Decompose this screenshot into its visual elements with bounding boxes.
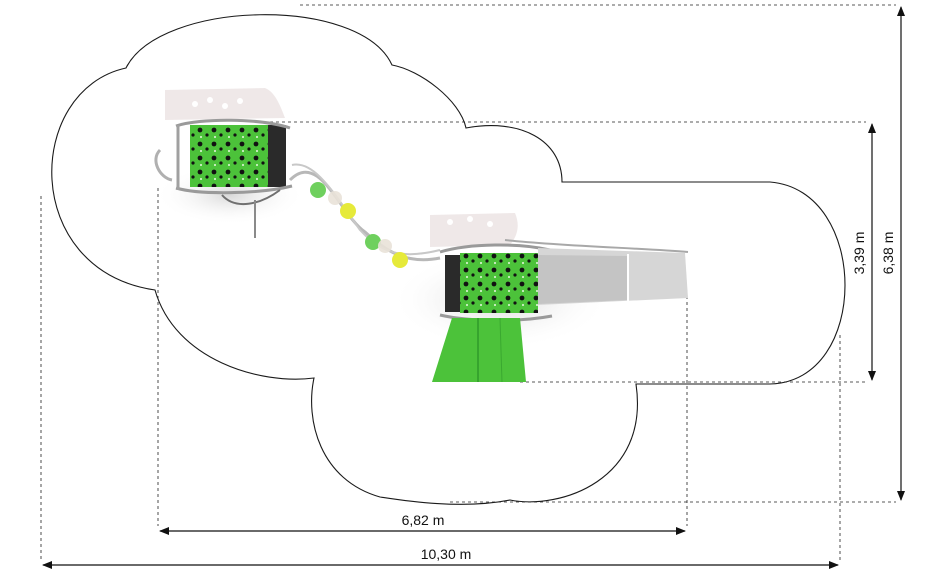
extension-lines <box>40 4 896 560</box>
dimension-total-width: 10,30 m <box>42 546 839 569</box>
dimension-structure-width: 6,82 m <box>159 512 686 535</box>
climbing-ramp-icon <box>432 317 526 383</box>
safety-zone-outline <box>51 14 846 505</box>
total-depth-label: 6,38 m <box>880 232 896 275</box>
slide-icon <box>504 239 689 305</box>
structure-depth-label: 3,39 m <box>851 232 867 275</box>
total-width-label: 10,30 m <box>421 546 472 562</box>
play-tower-left-icon <box>154 88 305 238</box>
wavy-bridge-icon <box>288 163 441 268</box>
dimension-total-depth: 6,38 m <box>880 5 905 501</box>
structure-width-label: 6,82 m <box>402 512 445 528</box>
dimension-structure-depth: 3,39 m <box>851 123 876 381</box>
play-tower-right-icon <box>390 213 610 350</box>
